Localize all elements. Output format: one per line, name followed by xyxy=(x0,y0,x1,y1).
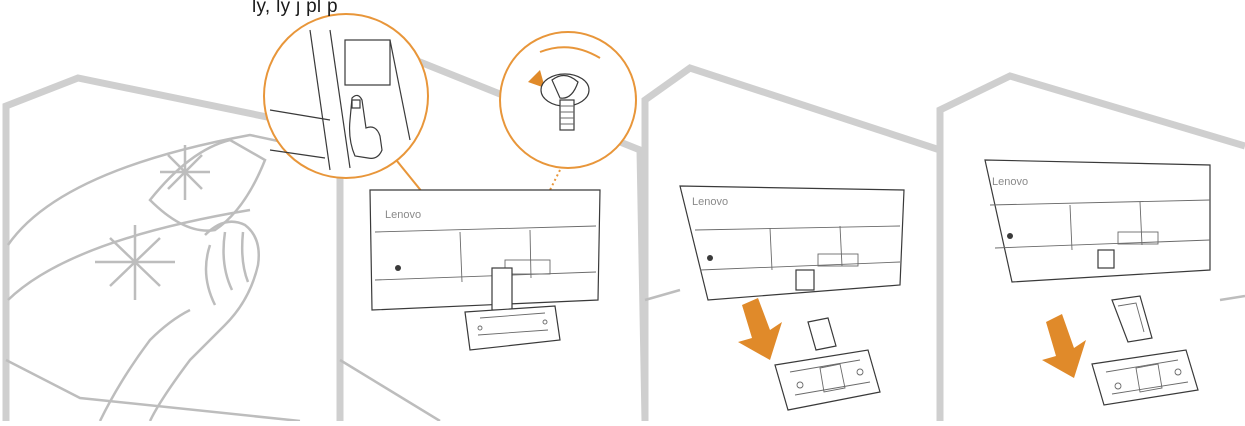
monitor-back-step-3: Lenovo xyxy=(680,186,904,300)
caption-fragment: ly, ly j pl p xyxy=(252,0,338,18)
panel-3-floor xyxy=(645,290,680,300)
down-arrow-icon-2 xyxy=(1042,314,1086,378)
panel-step-2: Lenovo xyxy=(264,14,645,421)
panel-step-4: Lenovo xyxy=(940,76,1245,421)
monitor-back-step-4: Lenovo xyxy=(985,160,1210,282)
brand-label-step-2: Lenovo xyxy=(385,209,421,221)
panel-step-3: Lenovo xyxy=(645,68,940,421)
panel-2-floor xyxy=(340,360,440,421)
screw-detail-icon xyxy=(500,32,636,168)
remove-stand-icon xyxy=(738,298,880,410)
release-stand-button-icon xyxy=(264,14,428,178)
panel-1-floor xyxy=(6,360,300,421)
panel-4-floor xyxy=(1220,296,1245,300)
brand-label-step-3: Lenovo xyxy=(692,196,728,208)
wipe-panel-hand-icon xyxy=(8,135,320,421)
brand-label-step-4: Lenovo xyxy=(992,176,1028,188)
monitor-back-step-2: Lenovo xyxy=(370,190,600,350)
down-arrow-icon xyxy=(738,298,782,360)
remove-base-icon xyxy=(1042,296,1198,405)
